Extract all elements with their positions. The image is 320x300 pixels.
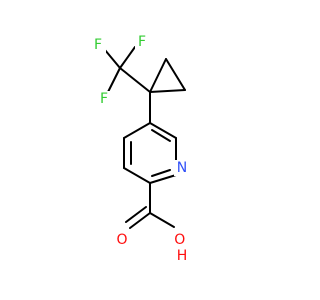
bond-cf3-cyclopropyl [119,67,151,93]
bond-carbonyl-o-double-b [125,206,147,223]
atom-o-hydroxyl-h: H [177,248,188,264]
bond-cyclopropyl-2 [165,58,186,91]
mask-oh [170,230,194,264]
atom-n: N [177,160,187,176]
bond-ring-n-c2 [149,174,177,184]
bond-ring-c5-c6-inner [151,129,171,142]
atom-f2: F [94,37,102,53]
mask-n [174,160,190,176]
bond-carbonyl-oh [149,212,175,228]
mask-f2 [90,37,106,53]
bond-c-f1 [119,46,136,69]
mask-o-carbonyl [114,232,130,248]
bond-carbonyl-o-double-a [129,212,151,229]
bond-ring-n-c2-inner [151,169,171,177]
mask-f3 [96,91,112,107]
atom-o-hydroxyl-o: O [174,232,185,248]
bond-cyclopropyl-3 [149,89,186,93]
atom-f1: F [138,34,146,50]
bond-c-f3 [107,67,121,93]
atom-labels: F F F N O O H [90,34,194,264]
bonds [104,46,186,229]
atom-o-hydroxyl: O H [174,232,189,264]
mask-f1 [135,34,151,50]
atom-o-carbonyl: O [116,232,127,248]
bond-ring-c5-c6 [149,122,177,139]
bond-ring-c5-c4 [123,122,151,139]
bond-cyclopropyl-1 [149,58,167,93]
bond-ring-c3-c2 [123,167,151,184]
atom-f3: F [100,91,108,107]
structure-diagram: F F F N O O H [90,34,194,264]
bond-c-f2 [104,49,121,69]
